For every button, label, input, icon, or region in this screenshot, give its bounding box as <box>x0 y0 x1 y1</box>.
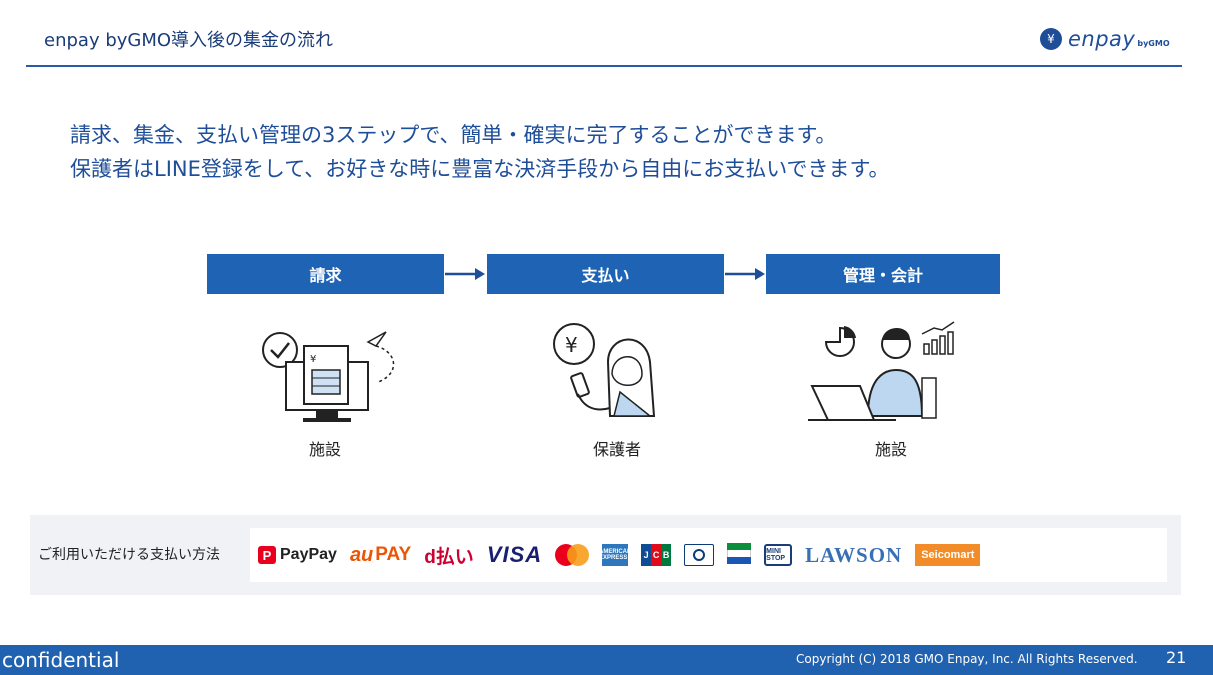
lead-text: 請求、集金、支払い管理の3ステップで、簡単・確実に完了することができます。 保護… <box>70 118 889 186</box>
diners-logo <box>684 544 715 566</box>
header-divider <box>26 65 1182 67</box>
seicomart-logo: Seicomart <box>915 544 981 566</box>
dpay-logo: d払い <box>424 542 474 569</box>
page-number: 21 <box>1166 648 1187 667</box>
copyright-text: Copyright (C) 2018 GMO Enpay, Inc. All R… <box>796 652 1138 666</box>
step-management: 管理・会計 <box>766 254 1000 294</box>
lead-line-2: 保護者はLINE登録をして、お好きな時に豊富な決済手段から自由にお支払いできます… <box>70 157 890 181</box>
payment-logos: P PayPay au PAY d払い VISA AMERICAN EXPRES… <box>250 528 1167 582</box>
page-title: enpay byGMO導入後の集金の流れ <box>44 30 334 51</box>
paypay-logo: P PayPay <box>258 546 337 564</box>
enpay-logo: ¥ enpay byGMO <box>1040 27 1170 51</box>
svg-text:¥: ¥ <box>310 354 316 365</box>
diners-icon <box>684 544 715 566</box>
invoice-monitor-illustration: ¥ <box>262 331 395 422</box>
jcb-c: C <box>651 544 662 566</box>
ministop-logo: MINI STOP <box>764 544 793 566</box>
amex-logo: AMERICAN EXPRESS <box>599 544 631 566</box>
amex-icon: AMERICAN EXPRESS <box>599 544 631 566</box>
svg-text:¥: ¥ <box>565 333 578 357</box>
dpay-label: d払い <box>424 546 474 568</box>
lead-line-1: 請求、集金、支払い管理の3ステップで、簡単・確実に完了することができます。 <box>70 123 837 147</box>
jcb-logo: J C B <box>641 544 672 566</box>
aupay-logo: au PAY <box>350 544 411 567</box>
visa-logo: VISA <box>487 542 542 568</box>
paypay-icon: P <box>258 546 276 564</box>
aupay-au: au <box>349 543 374 566</box>
ministop-icon: MINI STOP <box>764 544 793 566</box>
arrow-right-icon <box>725 268 765 280</box>
brand-name: enpay <box>1068 27 1136 51</box>
arrow-right-icon <box>445 268 485 280</box>
jcb-b: B <box>661 544 672 566</box>
step-caption-facility: 施設 <box>308 440 341 459</box>
step-caption-facility: 施設 <box>874 440 907 459</box>
guardian-phone-illustration: ¥ <box>553 323 656 417</box>
lawson-label: LAWSON <box>805 542 903 567</box>
facility-laptop-illustration <box>808 321 955 421</box>
step-invoice: 請求 <box>207 254 444 294</box>
paypay-label: PayPay <box>280 546 337 563</box>
aupay-pay: PAY <box>375 544 412 565</box>
lawson-logo: LAWSON <box>805 543 902 568</box>
footer-bar <box>0 645 1213 675</box>
jcb-j: J <box>641 544 652 566</box>
step-payment: 支払い <box>487 254 724 294</box>
familymart-icon <box>727 543 752 567</box>
mastercard-logo <box>555 544 590 566</box>
visa-label: VISA <box>486 542 543 567</box>
seicomart-label: Seicomart <box>915 544 981 566</box>
step-caption-guardian: 保護者 <box>592 440 641 459</box>
mastercard-icon <box>555 544 590 566</box>
familymart-logo <box>727 543 752 567</box>
yen-icon: ¥ <box>1040 28 1062 50</box>
confidential-label: confidential <box>2 648 120 672</box>
payment-methods-label: ご利用いただける支払い方法 <box>38 547 220 563</box>
brand-by: byGMO <box>1137 38 1170 48</box>
